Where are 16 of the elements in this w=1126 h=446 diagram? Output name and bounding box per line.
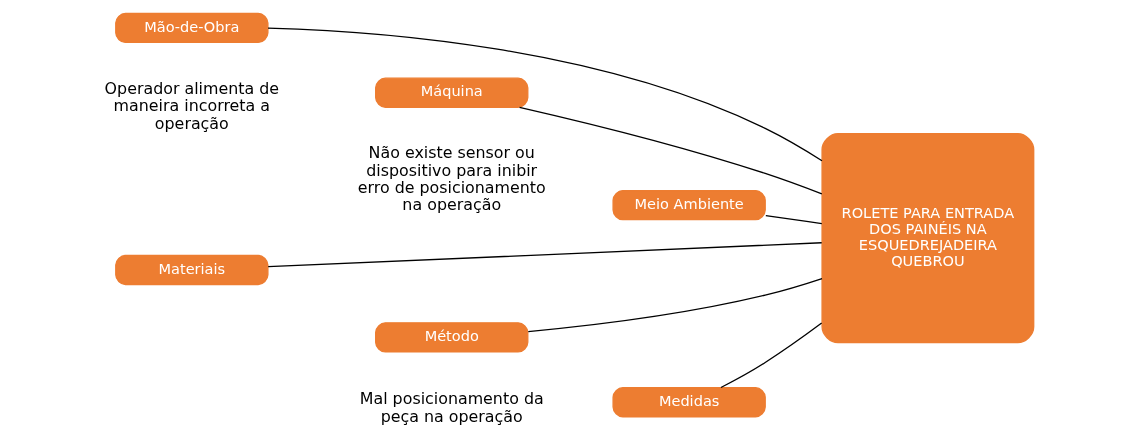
node-box: Medidas <box>611 387 766 418</box>
node-label: Não existe sensor ou dispositivo para inibir erro de posicionamento na operação <box>357 143 546 214</box>
node-box: ROLETE PARA ENTRADA DOS PAINÉIS NA ESQUEDREJADEIRA QUEBROU <box>820 133 1034 344</box>
node-box: Máquina <box>374 77 528 108</box>
node-label: Operador alimenta de maneira incorreta a operação <box>104 79 279 133</box>
node-box: Método <box>374 322 528 353</box>
connector <box>518 106 822 195</box>
node-box: Meio Ambiente <box>611 189 766 221</box>
connector <box>719 322 822 389</box>
node-label: Mal posicionamento da peça na operação <box>359 389 544 426</box>
connector <box>527 277 823 333</box>
connector <box>764 215 822 225</box>
connector <box>267 242 822 268</box>
node-box: Materiais <box>114 254 269 286</box>
connector <box>266 27 823 162</box>
node-box: Mão-de-Obra <box>114 12 269 44</box>
